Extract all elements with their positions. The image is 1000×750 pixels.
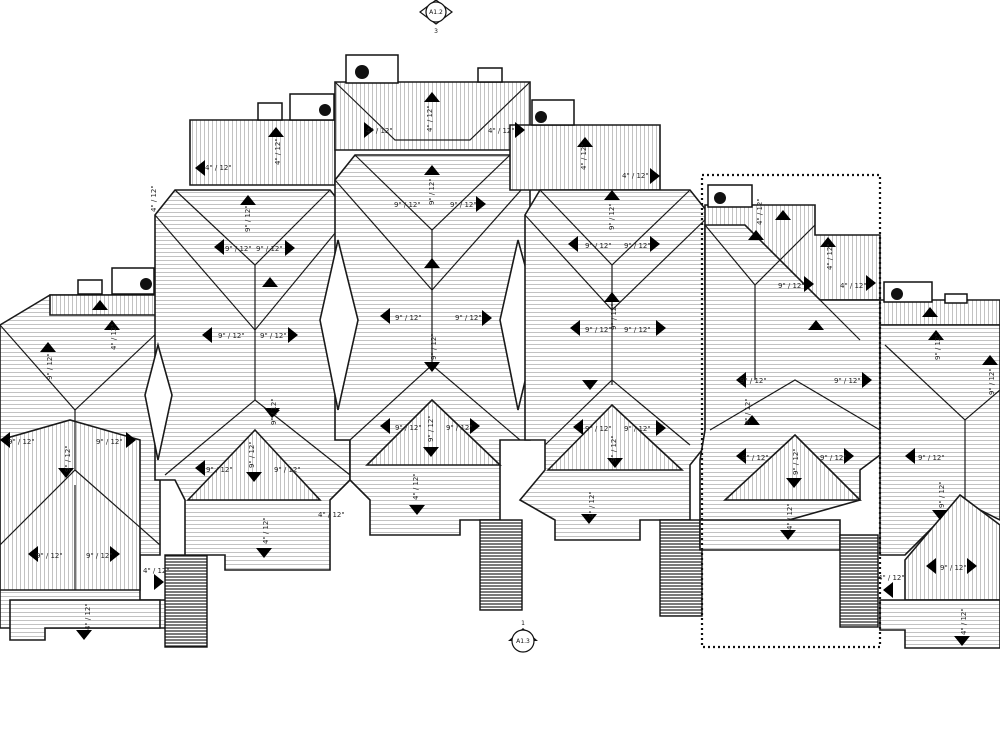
pitch-label: 4" / 12"	[150, 185, 158, 212]
pitch-label: 9" / 12"	[270, 398, 278, 425]
callout-number: 3	[434, 28, 438, 35]
pitch-label: 4" / 12"	[580, 143, 588, 170]
pitch-label: 9" / 12"	[206, 466, 233, 474]
pitch-label: 9" / 12"	[446, 424, 473, 432]
pitch-label: 9" / 12"	[834, 377, 861, 385]
pitch-label: 9" / 12"	[778, 282, 805, 290]
slope-arrows	[0, 92, 998, 646]
callout-number: 1	[521, 620, 525, 627]
pitch-label: 9" / 12"	[225, 245, 252, 253]
roof-unit-center	[319, 54, 541, 536]
pitch-labels: 4" / 12" 4" / 12" 4" / 12" 4" / 12" 4" /…	[8, 105, 996, 635]
pitch-label: 9" / 12"	[792, 448, 800, 475]
pitch-label: 9" / 12"	[427, 415, 435, 442]
pitch-label: 9" / 12"	[244, 205, 252, 232]
pitch-label: 4" / 12"	[143, 567, 170, 575]
roof-unit-right	[699, 184, 881, 551]
pitch-label: 4" / 12"	[412, 473, 420, 500]
pitch-label: 9" / 12"	[624, 242, 651, 250]
pitch-label: 9" / 12"	[64, 445, 72, 472]
pitch-label: 4" / 12"	[110, 323, 118, 350]
pitch-label: 9" / 12"	[624, 425, 651, 433]
pitch-label: 9" / 12"	[430, 333, 438, 360]
pitch-label: 4" / 12"	[960, 608, 968, 635]
pitch-label: 9" / 12"	[96, 438, 123, 446]
pitch-label: 9" / 12"	[608, 203, 616, 230]
pitch-label: 9" / 12"	[585, 326, 612, 334]
section-callout-bottom[interactable]: A1.3 1	[508, 620, 538, 653]
roof-unit-left	[0, 267, 171, 641]
pitch-label: 9" / 12"	[585, 242, 612, 250]
pitch-label: 9" / 12"	[395, 314, 422, 322]
pitch-label: 4" / 12"	[318, 511, 345, 519]
pitch-label: 4" / 12"	[262, 517, 270, 544]
pitch-label: 4" / 12"	[756, 198, 764, 225]
callout-sheet: A1.2	[429, 9, 443, 16]
pitch-label: 9" / 12"	[624, 326, 651, 334]
pitch-label: 4" / 12"	[622, 172, 649, 180]
stair-left	[164, 554, 208, 648]
pitch-label: 9" / 12"	[918, 454, 945, 462]
pitch-label: 4" / 12"	[588, 491, 596, 518]
stair-right-center	[659, 519, 703, 617]
pitch-label: 9" / 12"	[274, 466, 301, 474]
roof-unit-left-center	[144, 93, 351, 571]
pitch-label: 9" / 12"	[742, 454, 769, 462]
roof-unit-far-right	[879, 281, 1000, 649]
pitch-label: 9" / 12"	[455, 314, 482, 322]
pitch-label: 9" / 12"	[610, 303, 618, 330]
pitch-label: 9" / 12"	[585, 425, 612, 433]
pitch-label: 9" / 12"	[744, 398, 752, 425]
pitch-label: 4" / 12"	[488, 127, 515, 135]
pitch-label: 4" / 12"	[826, 243, 834, 270]
pitch-label: 4" / 12"	[274, 138, 282, 165]
pitch-label: 9" / 12"	[256, 245, 283, 253]
pitch-label: 9" / 12"	[260, 332, 287, 340]
pitch-label: 9" / 12"	[934, 333, 942, 360]
pitch-label: 9" / 12"	[395, 424, 422, 432]
pitch-label: 9" / 12"	[248, 441, 256, 468]
pitch-label: 9" / 12"	[46, 353, 54, 380]
pitch-label: 9" / 12"	[940, 564, 967, 572]
roof-unit-right-center	[509, 99, 711, 541]
pitch-label: 9" / 12"	[450, 201, 477, 209]
callout-sheet: A1.3	[516, 638, 530, 645]
pitch-label: 4" / 12"	[878, 574, 905, 582]
stair-center	[479, 519, 523, 611]
pitch-label: 4" / 12"	[786, 503, 794, 530]
stair-right	[839, 534, 879, 628]
pitch-label: 4" / 12"	[205, 164, 232, 172]
pitch-label: 4" / 12"	[84, 603, 92, 630]
pitch-label: 9" / 12"	[610, 435, 618, 462]
pitch-label: 9" / 12"	[820, 454, 847, 462]
pitch-label: 9" / 12"	[218, 332, 245, 340]
pitch-label: 9" / 12"	[8, 438, 35, 446]
pitch-label: 9" / 12"	[988, 368, 996, 395]
pitch-label: 4" / 12"	[366, 127, 393, 135]
pitch-label: 4" / 12"	[840, 282, 867, 290]
pitch-label: 9" / 12"	[740, 377, 767, 385]
pitch-label: 9" / 12"	[938, 481, 946, 508]
pitch-label: 9" / 12"	[36, 552, 63, 560]
pitch-label: 9" / 12"	[86, 552, 113, 560]
pitch-label: 4" / 12"	[426, 105, 434, 132]
section-callout-top[interactable]: A1.2 3	[419, 0, 453, 35]
pitch-label: 9" / 12"	[428, 178, 436, 205]
pitch-label: 9" / 12"	[394, 201, 421, 209]
